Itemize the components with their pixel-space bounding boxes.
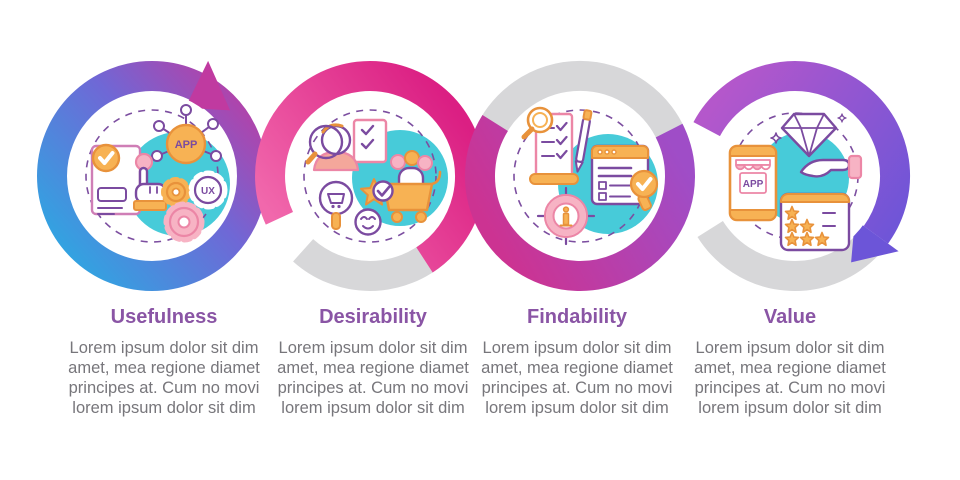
step-title: Findability [527, 306, 627, 328]
ux-label: UX [201, 186, 215, 197]
dashed-circle [303, 109, 437, 243]
magnifier-icon [521, 106, 554, 140]
ring-step1 [37, 61, 267, 291]
step-block-usefulness: Usefulness Lorem ipsum dolor sit dim ame… [58, 306, 270, 418]
step-text-line: amet, mea regione diamet [277, 359, 469, 377]
step-text-line: lorem ipsum dolor sit dim [698, 399, 882, 417]
smiley-icon [354, 208, 382, 236]
flow-start-arrow-icon [185, 60, 231, 111]
step-text-line: Lorem ipsum dolor sit dim [69, 339, 259, 357]
step-block-value: Value Lorem ipsum dolor sit dim amet, me… [685, 306, 895, 418]
step-text-line: lorem ipsum dolor sit dim [485, 399, 669, 417]
star-check-icon [360, 178, 394, 206]
diamond-hand-icon [770, 112, 863, 180]
step-text-line: principes at. Cum no movi [277, 379, 469, 397]
step-text-line: principes at. Cum no movi [68, 379, 260, 397]
step-title: Usefulness [110, 306, 218, 328]
app-badge-label: APP [175, 139, 198, 151]
ring-gray-step3 [471, 60, 689, 148]
flow-end-arrow-icon [851, 219, 899, 263]
webpage-audit-icon [590, 144, 659, 211]
usefulness-icon: APP [68, 92, 236, 260]
app-network-icon: APP [151, 104, 222, 165]
crowd-cart-icon [382, 150, 442, 223]
step-text-line: lorem ipsum dolor sit dim [72, 399, 256, 417]
step-text-line: amet, mea regione diamet [694, 359, 886, 377]
value-icon: APP [711, 92, 879, 260]
step-block-desirability: Desirability Lorem ipsum dolor sit dim a… [268, 306, 478, 418]
step-title: Value [763, 306, 817, 328]
checklist-card-icon [352, 118, 388, 164]
app-store-phone-icon: APP [728, 144, 778, 222]
ux-gear-icon: UX [188, 170, 228, 210]
step-title: Desirability [319, 306, 427, 328]
step-text-line: amet, mea regione diamet [481, 359, 673, 377]
ring-step4 [693, 60, 910, 244]
ring-step2 [255, 61, 486, 273]
gear-pink-icon [163, 201, 205, 243]
document-click-icon [90, 144, 168, 216]
check-circle-icon [91, 143, 121, 173]
phone-app-label: APP [743, 179, 764, 190]
desirability-icon [286, 92, 454, 260]
step-text-line: lorem ipsum dolor sit dim [281, 399, 465, 417]
info-target-icon [536, 186, 596, 246]
step-text-line: amet, mea regione diamet [68, 359, 260, 377]
step-block-findability: Findability Lorem ipsum dolor sit dim am… [472, 306, 682, 418]
step-text-line: principes at. Cum no movi [481, 379, 673, 397]
ring-gray-step2 [293, 238, 447, 291]
findability-icon [496, 92, 664, 260]
app-badge [165, 123, 207, 165]
rating-card-icon [779, 192, 851, 252]
ring-step3 [465, 115, 695, 291]
loop-wave-graphic: APP [37, 60, 910, 291]
gear-small-icon [161, 177, 191, 207]
step-text-line: Lorem ipsum dolor sit dim [482, 339, 672, 357]
step-text-line: principes at. Cum no movi [694, 379, 886, 397]
step-text-line: Lorem ipsum dolor sit dim [695, 339, 885, 357]
person-research-icon [305, 123, 360, 172]
search-cart-icon [318, 180, 354, 230]
ring-gray-step4 [697, 220, 881, 291]
pen-icon [574, 109, 593, 173]
step-text-line: Lorem ipsum dolor sit dim [278, 339, 468, 357]
